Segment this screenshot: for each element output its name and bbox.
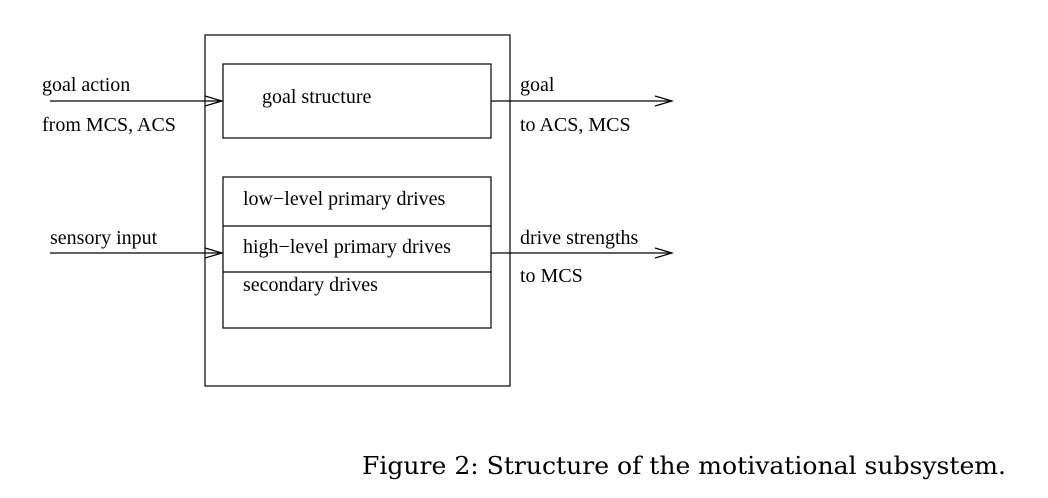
low-level-primary-drives-label: low−level primary drives [243, 188, 446, 210]
drive-strengths-target-label: to MCS [520, 265, 583, 287]
sensory-input-arrowhead [204, 247, 225, 259]
goal-structure-label: goal structure [262, 86, 372, 108]
high-level-primary-drives-label: high−level primary drives [243, 236, 451, 258]
goal-action-source-label: from MCS, ACS [42, 114, 176, 136]
motivational-subsystem-box [204, 34, 511, 387]
goal-action-arrowhead [204, 95, 225, 107]
goal-output-arrowhead [654, 95, 675, 107]
secondary-drives-label: secondary drives [243, 274, 378, 296]
goal-action-label: goal action [42, 74, 130, 96]
sensory-input-label: sensory input [50, 227, 158, 249]
goal-output-label: goal [520, 74, 555, 96]
drive-strengths-arrowhead [654, 247, 675, 259]
goal-output-target-label: to ACS, MCS [520, 114, 631, 136]
figure-caption: Figure 2: Structure of the motivational … [362, 452, 1006, 480]
drive-strengths-label: drive strengths [520, 227, 639, 249]
